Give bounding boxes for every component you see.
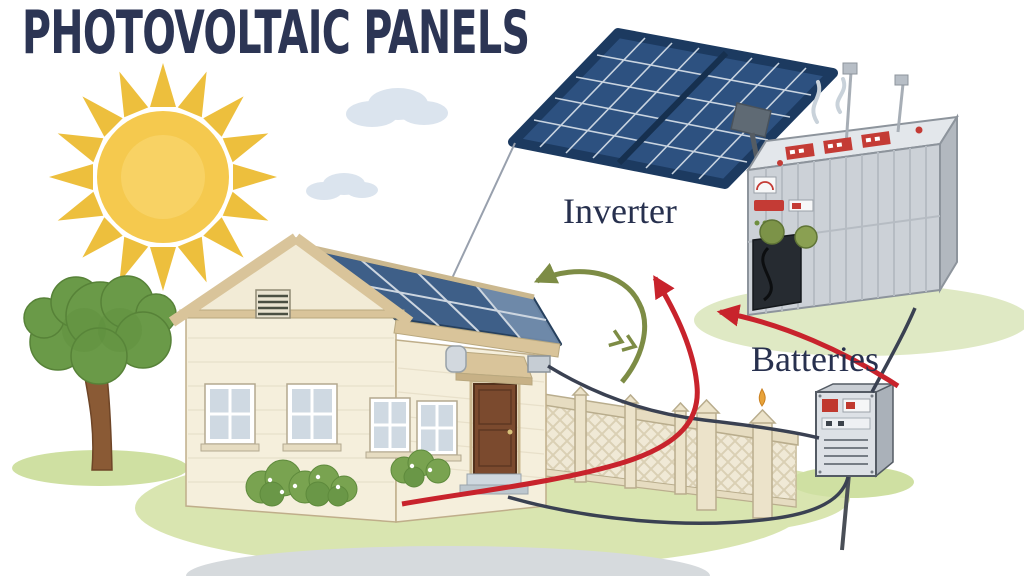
bush-flowers: [267, 463, 433, 495]
unit-warning-labels: [777, 126, 923, 166]
hanging-cable: [761, 246, 773, 302]
window: [365, 397, 415, 459]
eave-fascia: [393, 319, 561, 358]
plant-ball: [794, 225, 818, 249]
green-chevrons: [608, 329, 638, 352]
gauge-icon: [756, 181, 774, 191]
battery-to-panel-wire: [870, 307, 917, 393]
gray-path: [186, 546, 710, 576]
garden-fence: [517, 377, 799, 519]
panel-vents: [824, 439, 868, 465]
unit-masts: [811, 62, 909, 147]
unit-recess-panel: [752, 233, 802, 311]
garden-bushes: [245, 449, 451, 507]
array-mount-bracket: [730, 102, 772, 138]
cloud-icon-small: [306, 173, 378, 200]
red-flow-arrow-short: [716, 304, 900, 389]
array-to-house-wire: [447, 142, 516, 288]
array-divider: [616, 50, 729, 166]
gable-base-trim: [179, 309, 405, 319]
door-awning: [455, 351, 533, 386]
sun-rays: [49, 63, 277, 291]
tree: [23, 275, 177, 471]
house: [168, 233, 562, 523]
tree-canopy: [23, 275, 177, 385]
attic-vent: [255, 289, 291, 319]
sun-highlight: [121, 135, 205, 219]
sun-icon: [49, 63, 277, 291]
unit-right-face: [939, 113, 958, 294]
small-electrical-panel: [815, 382, 894, 551]
smoke-wisp: [835, 77, 847, 114]
post-flame-finial: [758, 387, 766, 407]
solar-panel-array: [447, 28, 838, 288]
window: [200, 383, 260, 452]
panel-pole: [840, 473, 851, 551]
roof-ridge: [299, 242, 535, 300]
smoke-wisp: [811, 80, 822, 124]
ground-wire: [507, 476, 850, 525]
inverter-battery-unit: [746, 62, 959, 317]
utility-box: [527, 355, 551, 373]
red-flow-arrow-long: [401, 275, 700, 507]
wall-lantern: [445, 345, 467, 373]
front-door: [469, 379, 521, 478]
door-knob: [507, 429, 513, 435]
wires-and-arrows: [401, 262, 917, 525]
window: [412, 400, 462, 462]
window: [282, 383, 342, 452]
page-title: PHOTOVOLTAIC PANELS: [22, 0, 530, 68]
house-to-panel-wire: [547, 364, 820, 440]
inverter-label: Inverter: [563, 191, 677, 231]
panel-strip: [821, 417, 871, 430]
green-flow-arrow: [533, 262, 648, 384]
panel-red-switch: [822, 399, 838, 412]
batteries-label: Batteries: [751, 339, 879, 379]
gable-roof-edge: [168, 233, 300, 327]
gable-roof-edge: [292, 233, 414, 327]
plant-ball: [759, 219, 785, 245]
cloud-icon: [346, 88, 448, 127]
